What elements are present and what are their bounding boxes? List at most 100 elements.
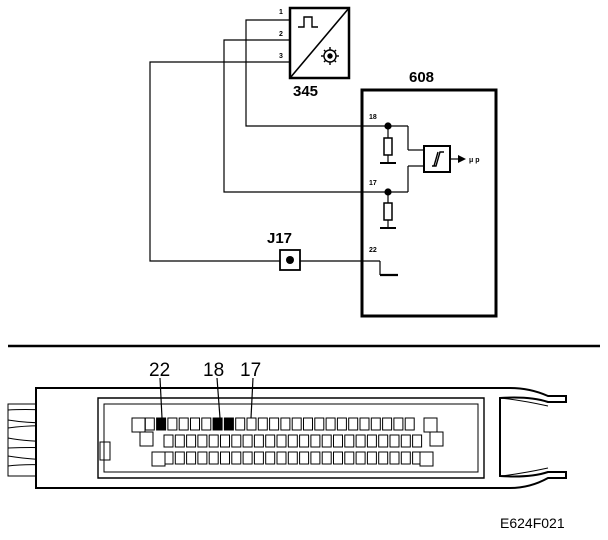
connector-pin <box>186 451 197 465</box>
control-unit-number: 608 <box>409 69 434 86</box>
junction-j17 <box>279 249 301 271</box>
schematic <box>149 6 498 318</box>
connector-pin <box>310 451 321 465</box>
connector-pin <box>287 434 298 448</box>
wire-pin1-to-pin18 <box>245 19 388 127</box>
connector-pin <box>333 434 343 448</box>
connector-pin <box>348 417 359 431</box>
connector-leaders <box>159 377 254 419</box>
connector-pin <box>242 451 253 465</box>
connector-end-cavity <box>429 431 444 447</box>
connector-pin <box>242 434 253 448</box>
connector-end-cavity <box>131 417 146 433</box>
sensor-number: 345 <box>293 83 318 100</box>
connector-pin <box>321 451 332 465</box>
connector-pin-grid <box>131 417 444 467</box>
connector-pin <box>253 451 264 465</box>
connector-pin <box>174 451 185 465</box>
connector-pin <box>299 434 310 448</box>
signal-processor <box>423 145 466 173</box>
connector-view <box>7 387 567 489</box>
connector-pin <box>223 417 234 431</box>
connector-pin <box>276 451 287 465</box>
pin22-ground <box>379 261 398 277</box>
connector-pin <box>208 434 219 448</box>
connector-pin <box>156 417 167 431</box>
sensor-pin-2: 2 <box>279 31 283 38</box>
connector-pin <box>163 434 174 448</box>
connector-pin <box>220 434 230 448</box>
connector-pin <box>231 451 242 465</box>
connector-pin <box>344 434 355 448</box>
connector-pin <box>208 451 219 465</box>
gear-icon <box>321 47 339 65</box>
connector-pin <box>201 417 212 431</box>
connector-label-17: 17 <box>240 360 261 381</box>
connector-pin <box>265 451 276 465</box>
connector-pin <box>404 417 415 431</box>
connector-end-cavity <box>419 451 434 467</box>
sensor-pin-1: 1 <box>279 9 283 16</box>
connector-pin <box>378 451 389 465</box>
connector-pin <box>366 451 377 465</box>
pulse-signal-icon <box>298 16 318 28</box>
connector-pin <box>257 417 268 431</box>
connector-pin <box>412 434 423 448</box>
connector-pin <box>378 434 389 448</box>
connector-pin <box>355 434 366 448</box>
connector-pin <box>174 434 185 448</box>
figure-code: E624F021 <box>500 515 565 531</box>
connector-pin <box>246 417 257 431</box>
connector-pin <box>265 434 276 448</box>
hysteresis-icon <box>432 151 444 167</box>
connector-pin <box>235 417 246 431</box>
connector-pin <box>310 434 321 448</box>
microprocessor-output-label: μ p <box>469 157 480 164</box>
connector-pin <box>291 417 302 431</box>
junction-label: J17 <box>267 230 292 247</box>
connector-pin <box>197 451 208 465</box>
pin17-circuit <box>380 165 424 229</box>
connector-pin <box>400 451 411 465</box>
connector-pin <box>253 434 264 448</box>
connector-pin <box>276 434 287 448</box>
connector-end-cavity <box>423 417 438 433</box>
control-unit-608 <box>360 88 498 318</box>
connector-pin <box>393 417 404 431</box>
connector-pin <box>366 434 377 448</box>
pin18-circuit <box>380 122 424 164</box>
connector-pin <box>400 434 411 448</box>
wires <box>149 19 388 262</box>
connector-pin <box>144 417 155 431</box>
control-unit-pin-18: 18 <box>369 114 377 121</box>
connector-pin <box>303 417 313 431</box>
connector-label-22: 22 <box>149 360 170 381</box>
wire-pin3-to-junction <box>149 61 290 262</box>
connector-pin <box>314 417 325 431</box>
control-unit-pin-22: 22 <box>369 247 377 254</box>
connector-pin <box>231 434 242 448</box>
connector-pin <box>299 451 310 465</box>
connector-pin <box>389 434 400 448</box>
sensor-pin-3: 3 <box>279 53 283 60</box>
wire-pin2-to-pin17 <box>223 39 388 193</box>
connector-pin <box>344 451 355 465</box>
connector-pin <box>178 417 189 431</box>
connector-pin <box>333 451 343 465</box>
connector-pin <box>321 434 332 448</box>
connector-label-18: 18 <box>203 360 224 381</box>
connector-pin <box>325 417 336 431</box>
connector-end-cavity <box>151 451 166 467</box>
connector-end-cavity <box>139 431 154 447</box>
connector-pin <box>186 434 197 448</box>
connector-pin <box>197 434 208 448</box>
connector-pin <box>269 417 280 431</box>
connector-pin <box>167 417 178 431</box>
connector-pin <box>370 417 381 431</box>
connector-pin <box>389 451 400 465</box>
connector-pin <box>382 417 393 431</box>
connector-pin <box>212 417 223 431</box>
connector-pin <box>280 417 291 431</box>
connector-pin <box>287 451 298 465</box>
